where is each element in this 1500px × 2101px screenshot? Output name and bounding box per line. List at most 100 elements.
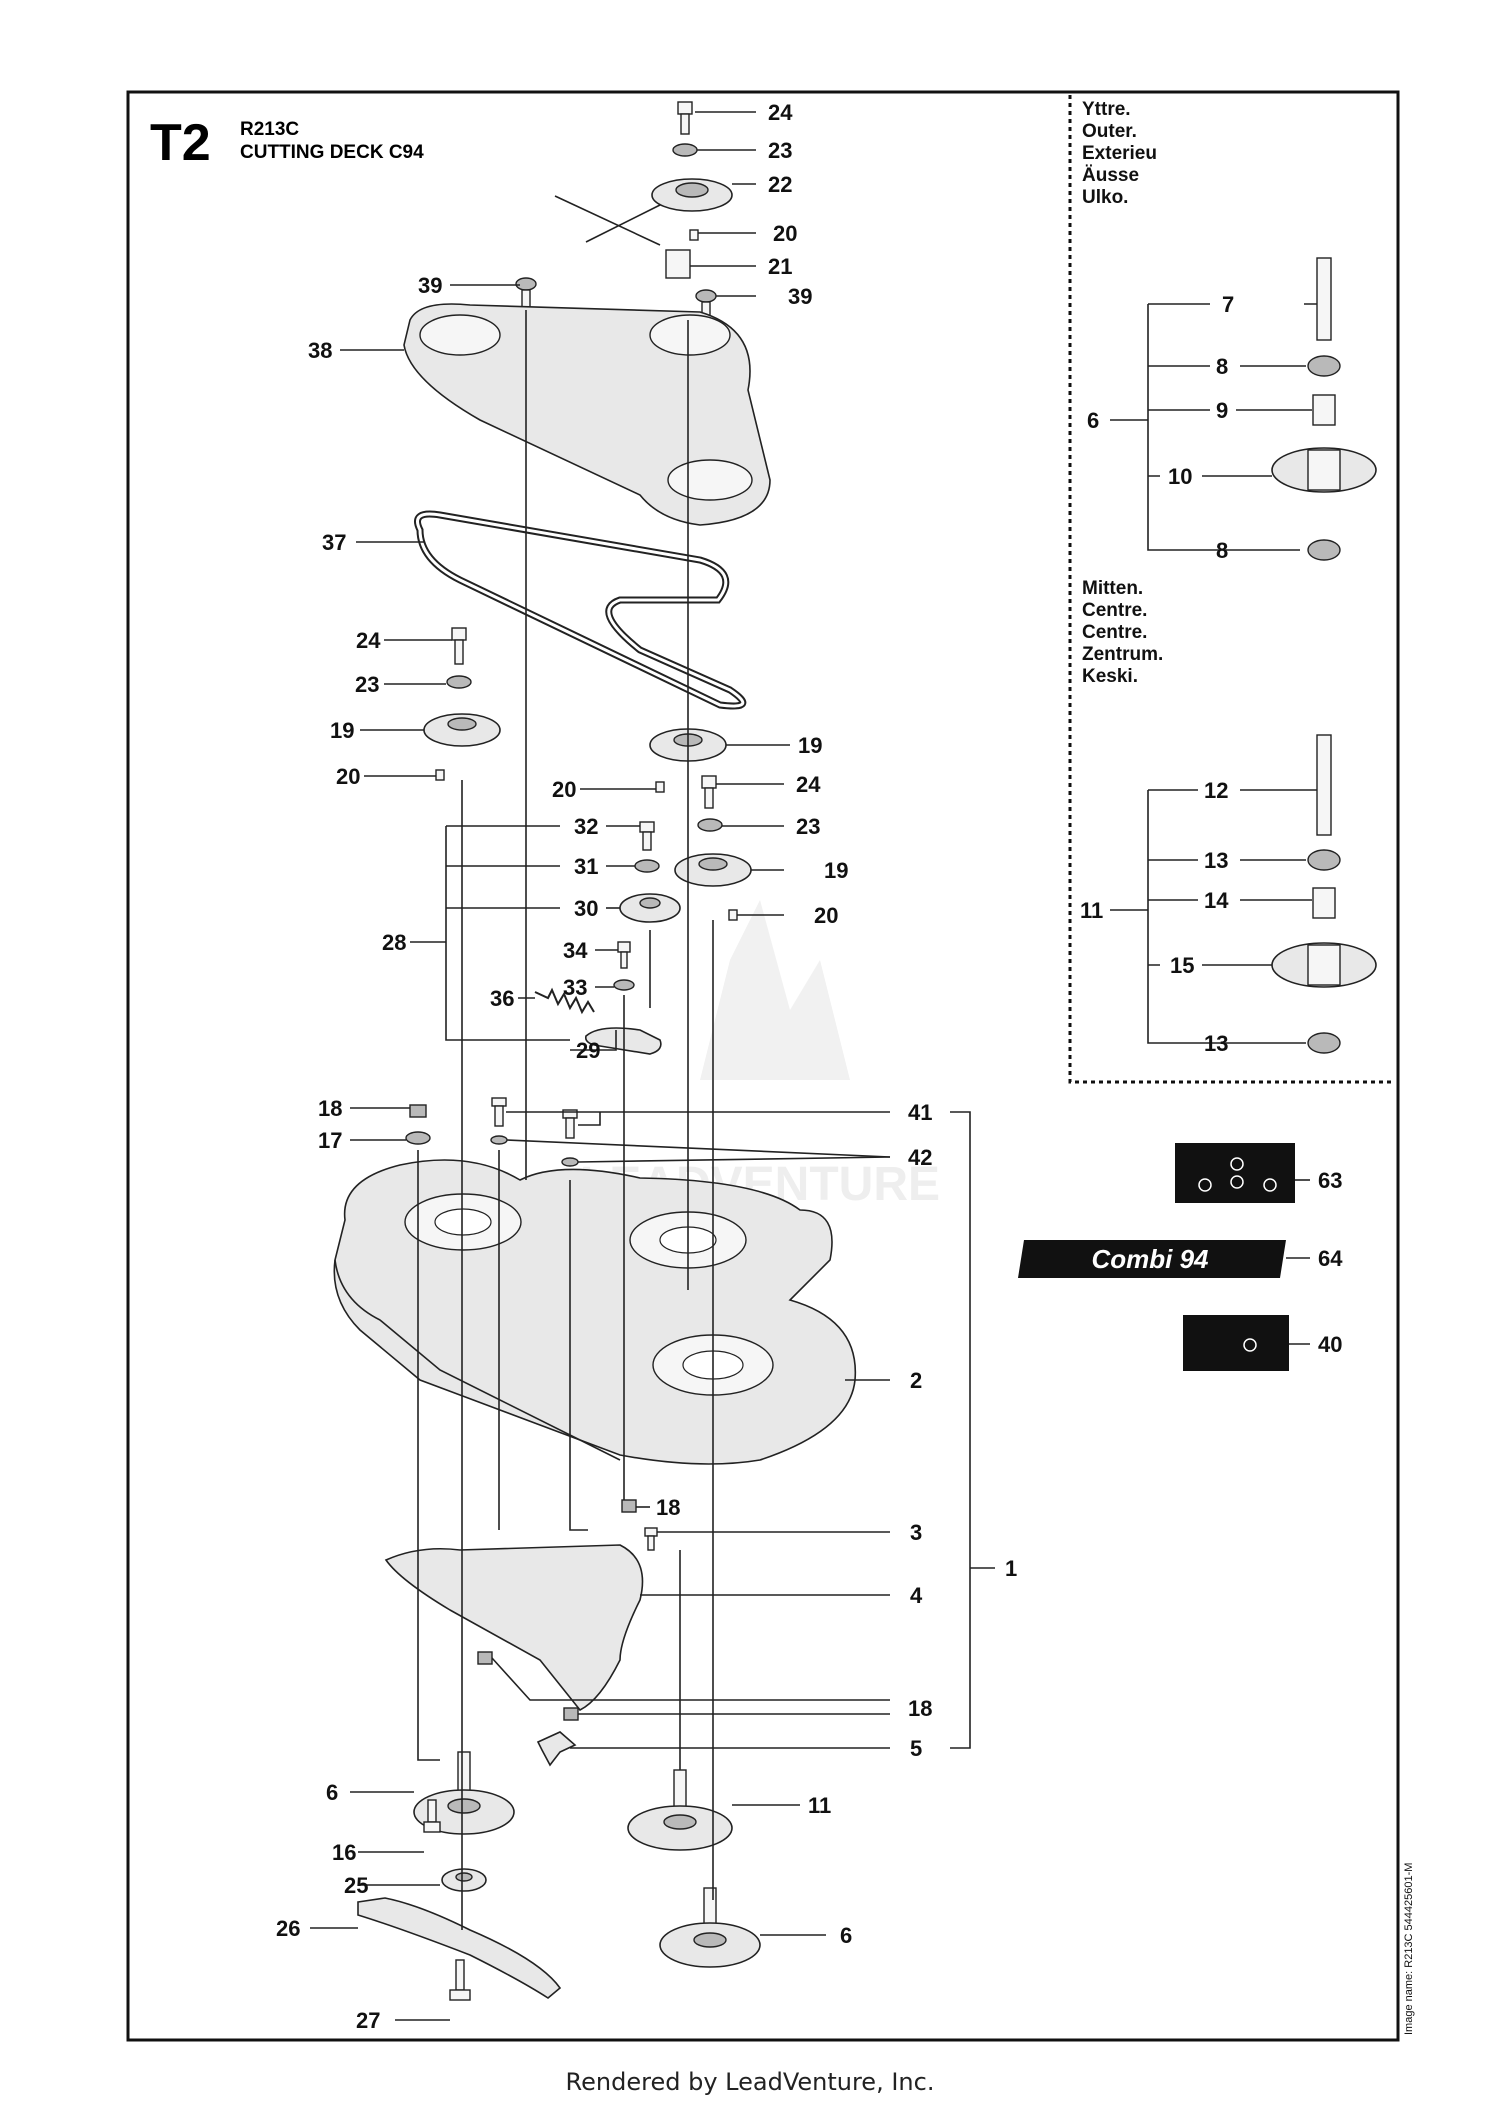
callout-41: 41 <box>908 1100 932 1125</box>
callout-24: 24 <box>768 100 793 125</box>
callout-23: 23 <box>796 814 820 839</box>
idler-pulley-30 <box>619 893 681 923</box>
callout-21: 21 <box>768 254 792 279</box>
callout-26: 26 <box>276 1916 300 1941</box>
inset-callout-7: 7 <box>1222 292 1234 317</box>
key-20-left <box>435 769 445 781</box>
callout-16: 16 <box>332 1840 356 1865</box>
decal-64: Combi 94 <box>1018 1240 1286 1278</box>
washer-17 <box>405 1131 431 1145</box>
callout-19: 19 <box>798 733 822 758</box>
callout-63: 63 <box>1318 1168 1342 1193</box>
callout-29: 29 <box>576 1038 600 1063</box>
inset-middle-labels: Mitten. Centre. Centre. Zentrum. Keski. <box>1082 578 1163 687</box>
callout-3: 3 <box>910 1520 922 1545</box>
callout-numbers: 24 23 22 20 21 39 39 38 37 24 23 19 20 1… <box>276 100 1343 2033</box>
spindle-11 <box>627 1769 733 1851</box>
deck-skirt <box>334 1259 621 1461</box>
inset-callout-12: 12 <box>1204 778 1228 803</box>
callout-17: 17 <box>318 1128 342 1153</box>
washer-23-left <box>446 675 472 689</box>
inset-border <box>1068 95 1395 1084</box>
callout-24: 24 <box>796 772 821 797</box>
callout-34: 34 <box>563 938 588 963</box>
svg-text:Mitten.: Mitten. <box>1082 578 1143 599</box>
decal-40 <box>1183 1315 1289 1371</box>
nut-18-middle <box>621 1499 637 1513</box>
key-20-center <box>655 781 665 793</box>
callout-19: 19 <box>824 858 848 883</box>
callout-24: 24 <box>356 628 381 653</box>
svg-text:Ulko.: Ulko. <box>1082 187 1128 208</box>
callout-20: 20 <box>814 903 838 928</box>
pulley-19-left <box>423 713 501 747</box>
inset-leaders <box>1110 303 1317 1044</box>
callout-42: 42 <box>908 1145 932 1170</box>
callout-23: 23 <box>768 138 792 163</box>
callout-40: 40 <box>1318 1332 1342 1357</box>
callout-11: 11 <box>808 1793 831 1818</box>
callout-38: 38 <box>308 338 332 363</box>
clip-5 <box>536 1731 577 1767</box>
model-name: R213C <box>240 119 299 140</box>
spindle-6-right <box>659 1887 761 1968</box>
bolt-34 <box>617 941 631 969</box>
nut-18-low <box>563 1707 579 1721</box>
callout-5: 5 <box>910 1736 922 1761</box>
page-code: T2 <box>150 114 211 172</box>
inset-callout-11: 11 <box>1080 898 1103 923</box>
leader-lines <box>310 111 1310 2021</box>
inset-callout-14: 14 <box>1204 888 1229 913</box>
svg-text:Exterieu: Exterieu <box>1082 143 1157 164</box>
inset-callout-9: 9 <box>1216 398 1228 423</box>
callout-32: 32 <box>574 814 598 839</box>
guard-hole-bottom <box>667 459 753 501</box>
callout-23: 23 <box>355 672 379 697</box>
callout-36: 36 <box>490 986 514 1011</box>
callout-20: 20 <box>773 221 797 246</box>
inset-callout-13: 13 <box>1204 1031 1228 1056</box>
bolt-41-b <box>562 1109 578 1139</box>
image-name-label: Image name: R213C 544425601-M <box>1403 1863 1415 2035</box>
inset-callout-6: 6 <box>1087 408 1099 433</box>
svg-text:Combi 94: Combi 94 <box>1091 1244 1209 1274</box>
render-credit: Rendered by LeadVenture, Inc. <box>565 2068 935 2096</box>
bolt-27 <box>449 1959 471 2001</box>
bolt-41-a <box>491 1097 507 1127</box>
spacer-21 <box>665 249 691 279</box>
inset-callout-15: 15 <box>1170 953 1194 978</box>
callout-25: 25 <box>344 1873 368 1898</box>
washer-23-top <box>672 143 698 157</box>
cutting-deck-2 <box>333 1159 857 1465</box>
callout-6: 6 <box>326 1780 338 1805</box>
inset-outer-labels: Yttre. Outer. Exterieu Äusse Ulko. <box>1082 99 1157 208</box>
callout-31: 31 <box>574 854 598 879</box>
bolt-32 <box>639 821 655 851</box>
inset-callout-13: 13 <box>1204 848 1228 873</box>
spring-36 <box>534 987 595 1015</box>
svg-text:Zentrum.: Zentrum. <box>1082 644 1163 665</box>
watermark: LEADVENTURE <box>580 900 940 1211</box>
inset-callout-8: 8 <box>1216 538 1228 563</box>
pulley-19-right <box>674 853 752 887</box>
key-20-right <box>728 909 738 921</box>
inset-callout-8: 8 <box>1216 354 1228 379</box>
callout-18: 18 <box>908 1696 932 1721</box>
bolt-16 <box>423 1799 441 1833</box>
callout-39: 39 <box>418 273 442 298</box>
washer-31 <box>634 859 660 873</box>
callout-18: 18 <box>318 1096 342 1121</box>
callout-1: 1 <box>1005 1556 1017 1581</box>
svg-text:Yttre.: Yttre. <box>1082 99 1131 120</box>
nut-18-left <box>409 1104 427 1118</box>
callout-19: 19 <box>330 718 354 743</box>
washer-33 <box>613 979 635 991</box>
screw-39-left <box>515 277 537 309</box>
bolt-24-left <box>451 627 467 665</box>
callout-20: 20 <box>552 777 576 802</box>
callout-18: 18 <box>656 1495 680 1520</box>
callout-27: 27 <box>356 2008 380 2033</box>
diagram-title: CUTTING DECK C94 <box>240 142 424 163</box>
callout-37: 37 <box>322 530 346 555</box>
svg-text:Äusse: Äusse <box>1082 165 1139 186</box>
